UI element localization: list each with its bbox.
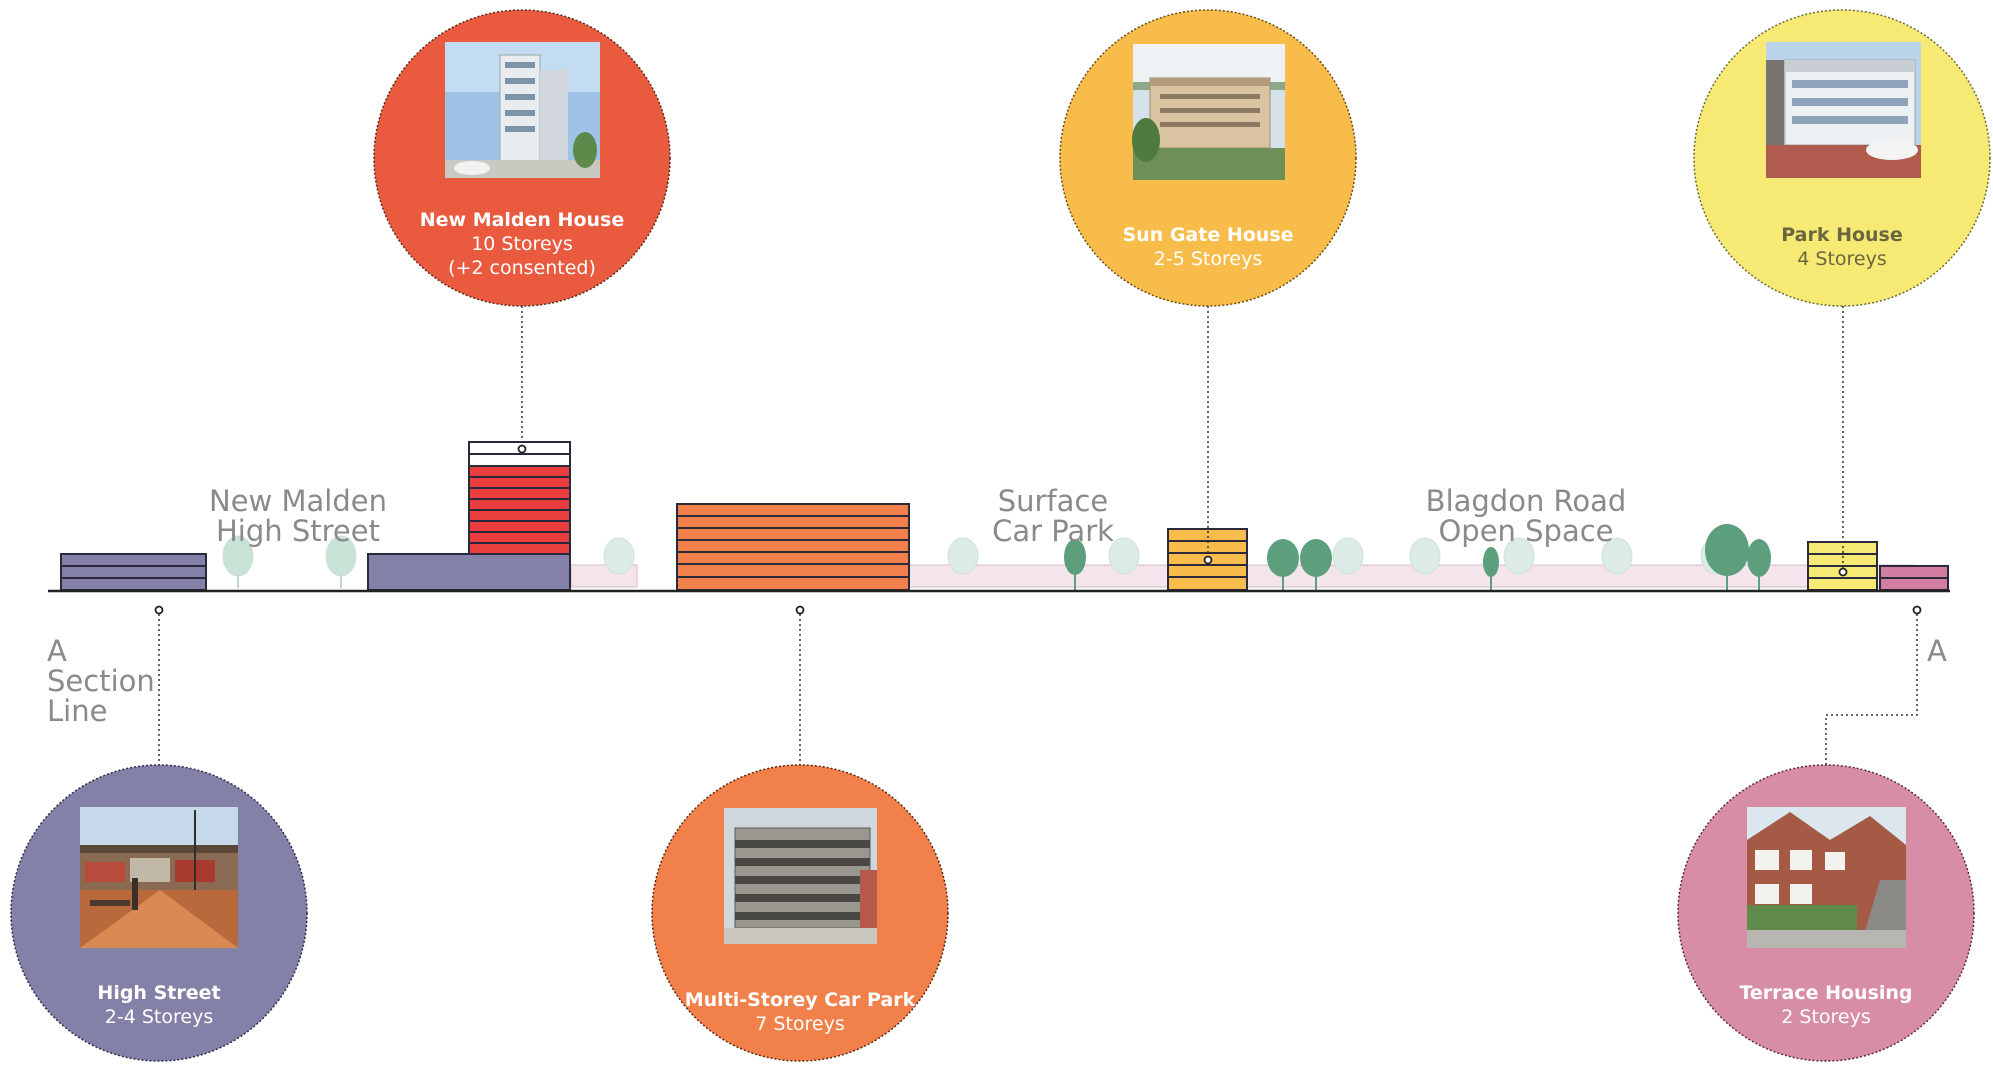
photo-park-house — [1766, 42, 1921, 178]
zone-label-new-malden-high-street: New Malden High Street — [209, 484, 387, 548]
callout-new-malden-house: New Malden House 10 Storeys (+2 consente… — [373, 9, 671, 307]
tree-icon — [325, 535, 357, 588]
section-line-label: Section — [47, 664, 155, 698]
building-new-malden-house — [468, 441, 571, 555]
building-car-park — [676, 503, 910, 591]
photo-sun-gate-house — [1132, 44, 1285, 180]
svg-text:New Malden: New Malden — [209, 484, 387, 518]
leader-lines — [158, 306, 1918, 765]
svg-text:2 Storeys: 2 Storeys — [1781, 1006, 1871, 1028]
zone-label-blagdon-road-open-space: Blagdon Road Open Space — [1426, 484, 1627, 548]
tree-icon — [1267, 539, 1299, 590]
building-high-street — [60, 553, 207, 591]
svg-text:Open Space: Open Space — [1438, 514, 1613, 548]
section-line-label: Line — [47, 694, 107, 728]
svg-text:10 Storeys: 10 Storeys — [471, 233, 573, 255]
svg-text:7 Storeys: 7 Storeys — [755, 1013, 845, 1035]
tree-icon — [1503, 537, 1535, 575]
svg-text:Sun Gate House: Sun Gate House — [1122, 224, 1293, 246]
building-podium — [367, 553, 571, 591]
tree-icon — [1747, 539, 1771, 590]
svg-text:2-4 Storeys: 2-4 Storeys — [105, 1006, 213, 1028]
svg-text:4 Storeys: 4 Storeys — [1797, 248, 1887, 270]
photo-terrace-housing — [1747, 807, 1906, 948]
svg-text:High Street: High Street — [97, 982, 220, 1004]
callout-multi-storey-car-park: Multi-Storey Car Park 7 Storeys — [651, 764, 949, 1062]
trees-light — [222, 535, 1732, 588]
callout-park-house: Park House 4 Storeys — [1693, 9, 1991, 307]
tree-icon — [1108, 537, 1140, 575]
tree-icon — [1064, 539, 1086, 590]
trees-dark — [1064, 524, 1771, 590]
tree-icon — [1332, 537, 1364, 575]
photo-new-malden-house — [445, 42, 600, 178]
tree-icon — [1705, 524, 1749, 590]
photo-car-park — [724, 808, 877, 944]
svg-text:Park House: Park House — [1781, 224, 1903, 246]
svg-text:Multi-Storey Car Park: Multi-Storey Car Park — [685, 989, 916, 1011]
tree-icon — [1601, 537, 1633, 575]
tree-icon — [1409, 537, 1441, 575]
photo-high-street — [80, 807, 238, 948]
tree-icon — [1300, 539, 1332, 590]
section-marker-left: A — [47, 634, 67, 668]
callout-high-street: High Street 2-4 Storeys — [10, 764, 308, 1062]
svg-text:Terrace Housing: Terrace Housing — [1739, 982, 1912, 1004]
svg-text:High Street: High Street — [216, 514, 380, 548]
tree-icon — [222, 535, 254, 588]
callout-sun-gate-house: Sun Gate House 2-5 Storeys — [1059, 9, 1357, 307]
building-terrace — [1879, 565, 1949, 591]
leader-dots — [154, 444, 1922, 615]
svg-text:Blagdon Road: Blagdon Road — [1426, 484, 1627, 518]
svg-text:Surface: Surface — [998, 484, 1108, 518]
tree-icon — [603, 537, 635, 575]
svg-text:Car Park: Car Park — [992, 514, 1114, 548]
callout-terrace-housing: Terrace Housing 2 Storeys — [1677, 764, 1975, 1062]
section-marker-right: A — [1927, 634, 1947, 668]
tree-icon — [1483, 547, 1499, 590]
svg-text:2-5 Storeys: 2-5 Storeys — [1154, 248, 1262, 270]
svg-text:(+2 consented): (+2 consented) — [448, 257, 596, 279]
tree-icon — [947, 537, 979, 575]
svg-text:New Malden House: New Malden House — [420, 209, 625, 231]
zone-label-surface-car-park: Surface Car Park — [992, 484, 1114, 548]
